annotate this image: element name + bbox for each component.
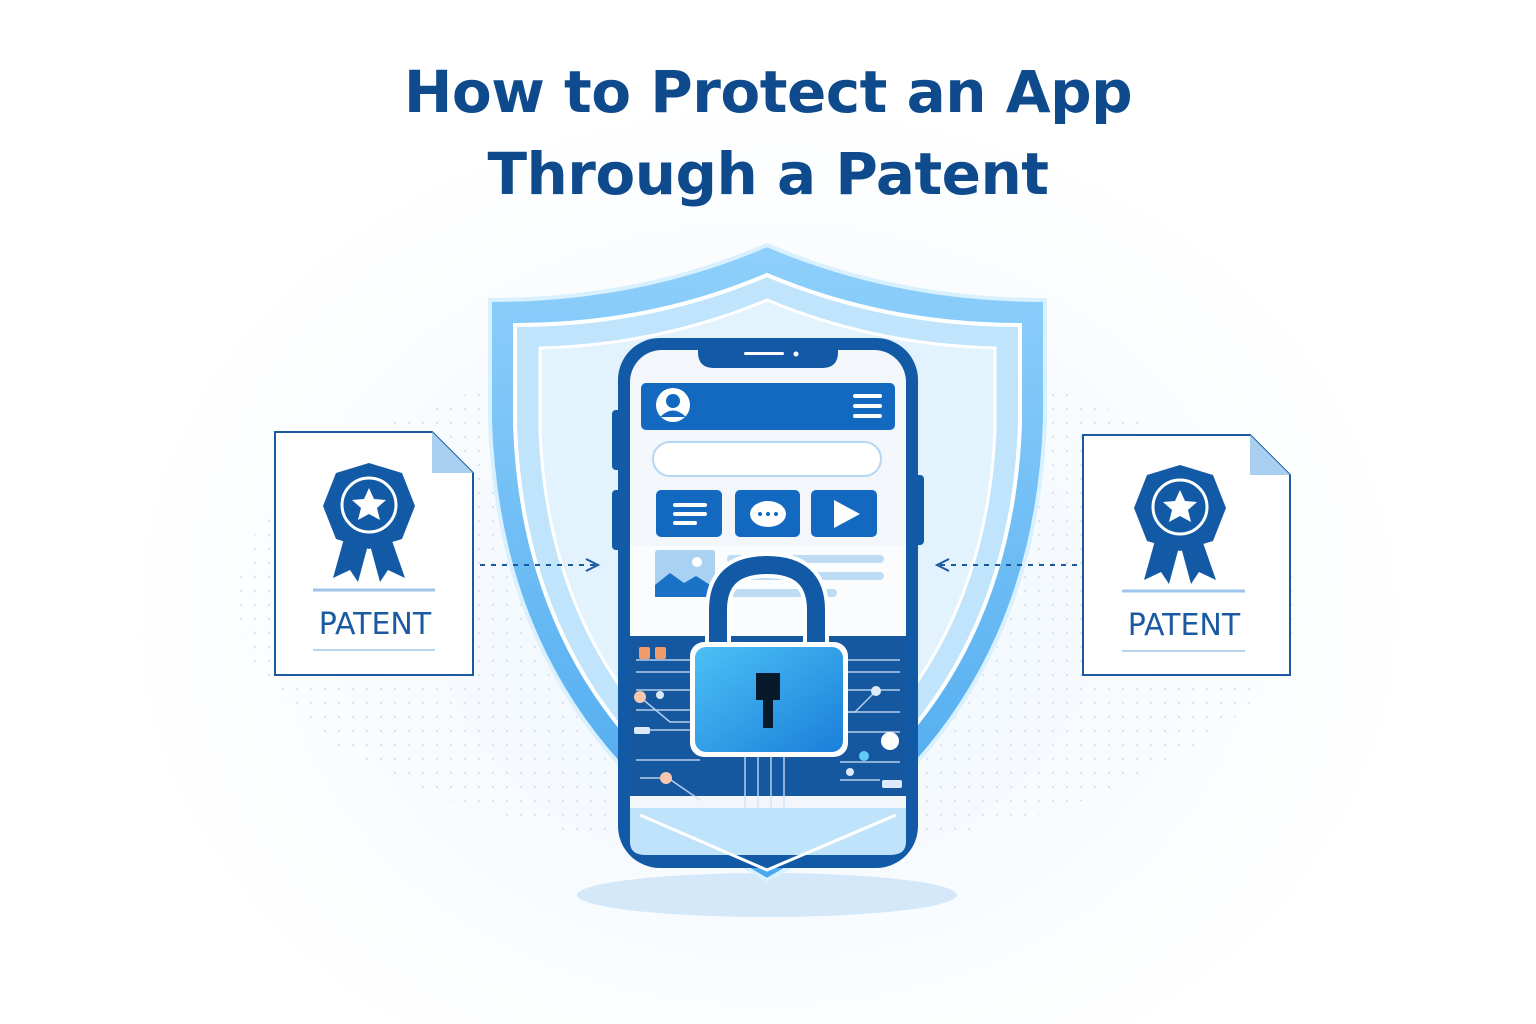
chat-bubble-icon	[735, 490, 800, 537]
app-header-bar	[641, 383, 895, 430]
search-bar	[653, 442, 881, 476]
patent-document-left: PATENT	[275, 432, 473, 675]
user-avatar-icon	[656, 388, 690, 422]
hamburger-menu-icon	[853, 394, 882, 418]
patent-document-right: PATENT	[1083, 435, 1290, 675]
text-lines-icon	[656, 490, 722, 537]
play-icon	[811, 490, 877, 537]
image-icon	[655, 550, 715, 597]
patent-label-left: PATENT	[319, 607, 432, 642]
patent-label-right: PATENT	[1128, 608, 1241, 643]
